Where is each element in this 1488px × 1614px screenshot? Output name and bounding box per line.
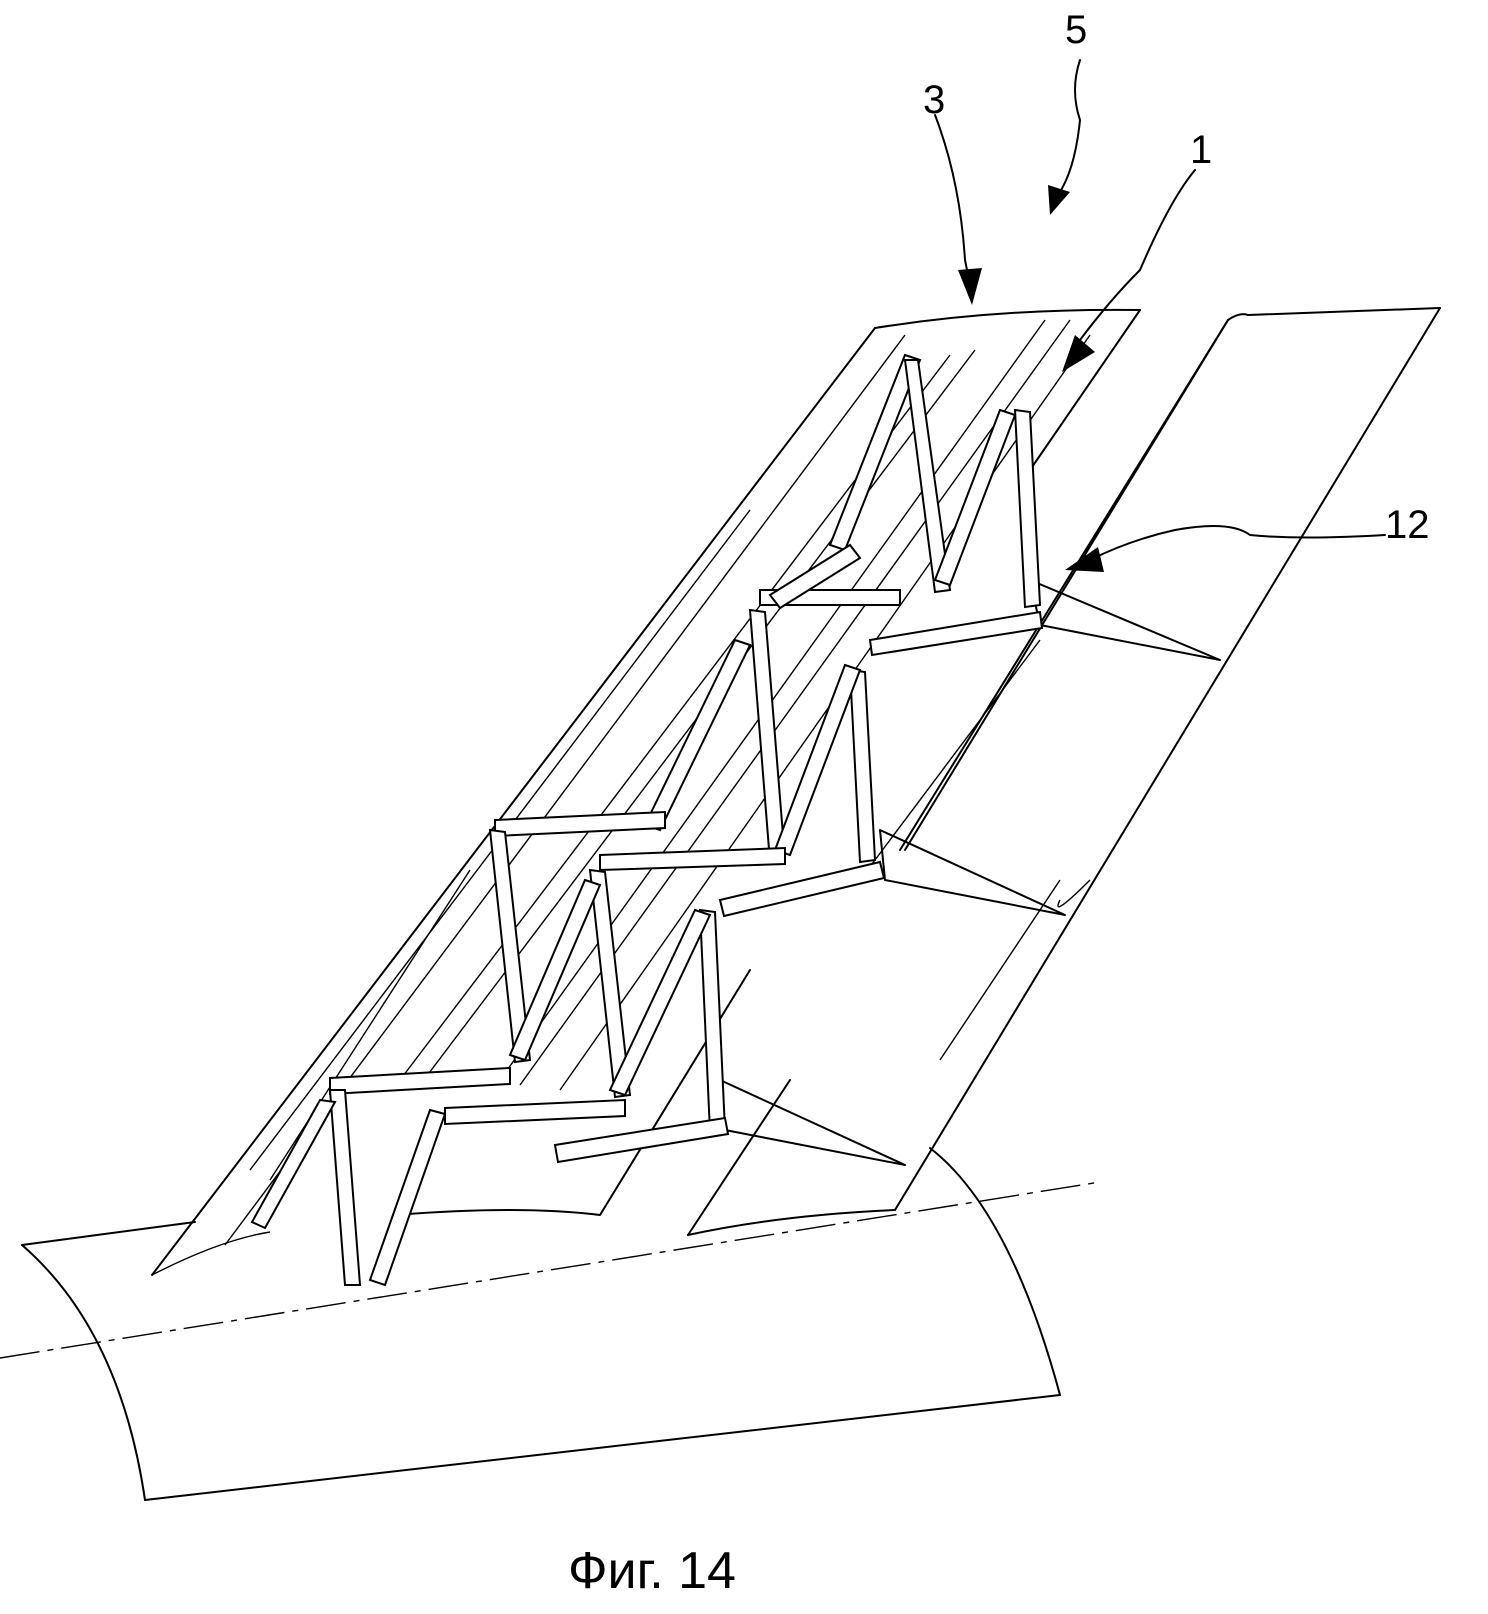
reference-numeral-5: 5 (1065, 8, 1088, 52)
leader-lines (934, 59, 1386, 572)
fuselage-panel (0, 1147, 1101, 1501)
figure-caption: Фиг. 14 (568, 1542, 736, 1600)
reference-numeral-12: 12 (1385, 503, 1430, 547)
reference-numeral-3: 3 (923, 78, 946, 122)
reference-numeral-1: 1 (1190, 128, 1213, 172)
truss-struts (250, 353, 1044, 1287)
